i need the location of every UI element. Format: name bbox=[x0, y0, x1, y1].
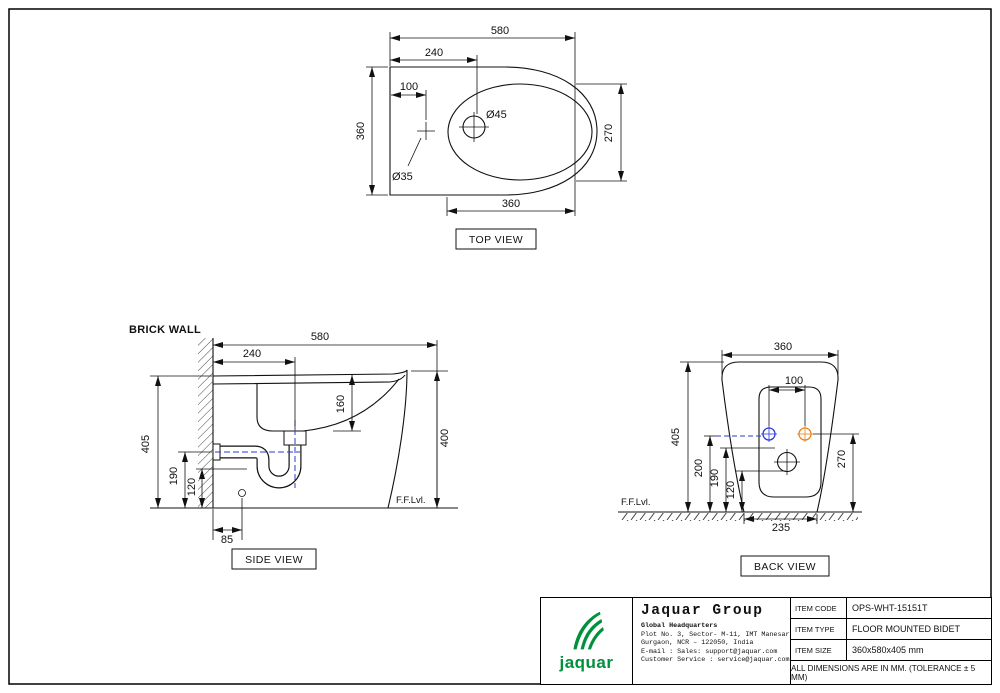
back-dim-270: 270 bbox=[836, 450, 848, 468]
top-dim-100: 100 bbox=[400, 81, 418, 93]
fixing-hole bbox=[238, 489, 246, 497]
sheet-border bbox=[8, 8, 992, 685]
back-view-dimensions bbox=[680, 350, 859, 524]
back-dim-235: 235 bbox=[772, 522, 790, 534]
hole-centerlines bbox=[407, 112, 489, 167]
side-dim-400: 400 bbox=[439, 429, 451, 447]
side-view-label-box bbox=[231, 548, 317, 570]
top-view-drawing: 580 240 100 Ø45 Ø35 360 270 360 TOP VIEW bbox=[355, 25, 627, 250]
top-dim-270: 270 bbox=[603, 124, 615, 142]
back-view-label-box bbox=[740, 555, 830, 577]
back-dim-200: 200 bbox=[693, 459, 705, 477]
side-view-drawing: BRICK WALL bbox=[129, 324, 458, 570]
drain-crosshair bbox=[774, 449, 800, 475]
side-dim-190: 190 bbox=[168, 467, 180, 485]
item-code-label: ITEM CODE bbox=[791, 598, 847, 618]
item-code-value: OPS-WHT-15151T bbox=[852, 603, 928, 613]
back-dim-100: 100 bbox=[785, 375, 803, 387]
bidet-back-outline bbox=[721, 361, 839, 513]
side-view-dimensions bbox=[150, 340, 448, 540]
back-dim-405: 405 bbox=[670, 428, 682, 446]
jaquar-logo-icon bbox=[572, 611, 604, 650]
back-panel-outline bbox=[758, 386, 822, 498]
ground-hatching bbox=[620, 513, 858, 521]
address-line-1: Plot No. 3, Sector- M-11, IMT Manesar bbox=[641, 630, 790, 639]
p-trap-bore bbox=[220, 445, 301, 488]
address-line-2: Gurgaon, NCR – 122050, India bbox=[641, 639, 754, 648]
back-ffl-label: F.F.Lvl. bbox=[621, 497, 651, 508]
title-block: jaquar Jaquar Group Global Headquarters … bbox=[540, 597, 992, 685]
tolerance-note: ALL DIMENSIONS ARE IN MM. (TOLERANCE ± 5… bbox=[791, 663, 976, 682]
item-info-table: ITEM CODE OPS-WHT-15151T ITEM TYPE FLOOR… bbox=[791, 598, 991, 684]
logo-cell: jaquar bbox=[541, 598, 633, 684]
side-dim-240: 240 bbox=[243, 348, 261, 360]
back-view-label: BACK VIEW bbox=[754, 561, 816, 573]
side-ffl-label: F.F.Lvl. bbox=[396, 495, 426, 506]
hq-title: Global Headquarters bbox=[641, 622, 718, 630]
company-cell: Jaquar Group Global Headquarters Plot No… bbox=[633, 598, 791, 684]
side-view-label: SIDE VIEW bbox=[245, 554, 303, 566]
item-type-row: ITEM TYPE FLOOR MOUNTED BIDET bbox=[791, 619, 991, 640]
side-dim-405: 405 bbox=[140, 435, 152, 453]
top-view-dimensions bbox=[366, 32, 627, 216]
item-size-label: ITEM SIZE bbox=[791, 640, 847, 660]
back-view-drawing: 360 100 405 270 200 190 120 235 F.F.Lvl.… bbox=[618, 341, 862, 577]
side-dim-160: 160 bbox=[335, 395, 347, 413]
bidet-rim-inner-line bbox=[212, 374, 406, 385]
item-type-value: FLOOR MOUNTED BIDET bbox=[852, 624, 961, 634]
item-size-row: ITEM SIZE 360x580x405 mm bbox=[791, 640, 991, 661]
company-name: Jaquar Group bbox=[641, 603, 764, 619]
top-dim-360-length: 360 bbox=[502, 198, 520, 210]
bidet-side-outline bbox=[212, 369, 408, 509]
back-dim-120: 120 bbox=[725, 481, 737, 499]
top-hole-dia-45: Ø45 bbox=[486, 109, 507, 121]
top-dim-580: 580 bbox=[491, 25, 509, 37]
side-dim-85: 85 bbox=[221, 534, 233, 546]
top-dim-240: 240 bbox=[425, 47, 443, 59]
email-line: E-mail : Sales: support@jaquar.com bbox=[641, 647, 778, 656]
bidet-top-outline bbox=[389, 66, 598, 196]
top-dim-360-width: 360 bbox=[355, 122, 367, 140]
top-view-label-box bbox=[455, 228, 537, 250]
customer-service-line: Customer Service : service@jaquar.com bbox=[641, 656, 790, 665]
item-code-row: ITEM CODE OPS-WHT-15151T bbox=[791, 598, 991, 619]
item-size-value: 360x580x405 mm bbox=[852, 645, 924, 655]
bowl-section-line bbox=[256, 378, 400, 432]
top-hole-dia-35: Ø35 bbox=[392, 171, 413, 183]
bidet-rim-oval bbox=[447, 83, 593, 181]
side-dim-580: 580 bbox=[311, 331, 329, 343]
side-dim-120: 120 bbox=[186, 478, 198, 496]
back-dim-360: 360 bbox=[774, 341, 792, 353]
wall-hatching bbox=[198, 338, 213, 508]
top-view-label: TOP VIEW bbox=[469, 234, 523, 246]
item-type-label: ITEM TYPE bbox=[791, 619, 847, 639]
logo-wordmark: jaquar bbox=[559, 653, 614, 672]
back-dim-190: 190 bbox=[709, 469, 721, 487]
brick-wall-label: BRICK WALL bbox=[129, 324, 201, 336]
